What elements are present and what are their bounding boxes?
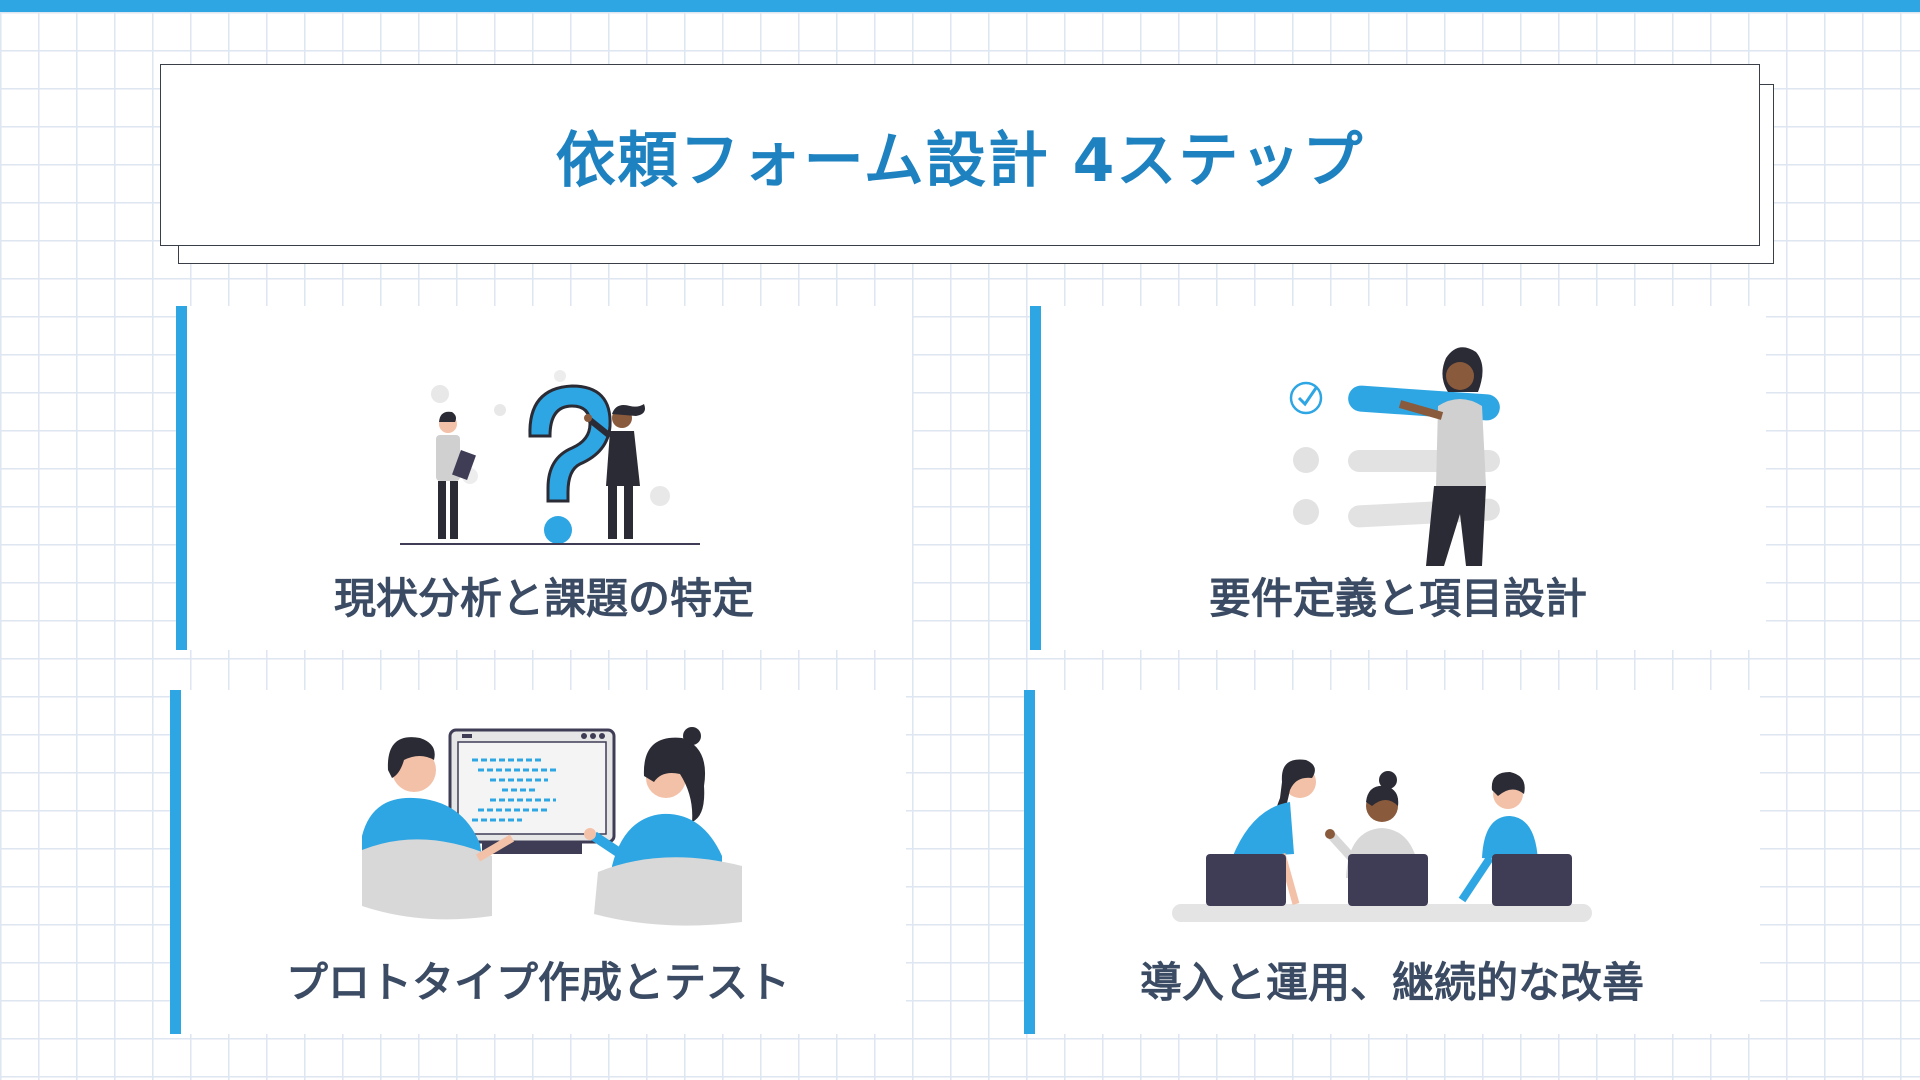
step-label-2: 要件定義と項目設計 xyxy=(1208,574,1587,623)
question-mark-people-icon xyxy=(400,336,700,546)
card-accent-bar xyxy=(1030,306,1041,650)
step-card-4: 導入と運用、継続的な改善 xyxy=(1024,690,1760,1034)
step-label-4: 導入と運用、継続的な改善 xyxy=(1139,958,1644,1007)
step-card-2: 要件定義と項目設計 xyxy=(1030,306,1766,650)
step-card-3: プロトタイプ作成とテスト xyxy=(170,690,906,1034)
title-box: 依頼フォーム設計 4ステップ xyxy=(160,64,1760,246)
card-accent-bar xyxy=(170,690,181,1034)
step-label-1: 現状分析と課題の特定 xyxy=(333,574,754,623)
page-title: 依頼フォーム設計 4ステップ xyxy=(555,125,1365,196)
monitor-code-people-icon xyxy=(362,726,762,926)
checklist-person-icon xyxy=(1288,346,1508,566)
card-accent-bar xyxy=(1024,690,1035,1034)
step-label-3: プロトタイプ作成とテスト xyxy=(285,958,790,1007)
top-accent-bar xyxy=(0,0,1920,12)
team-laptops-icon xyxy=(1172,758,1592,928)
card-accent-bar xyxy=(176,306,187,650)
step-card-1: 現状分析と課題の特定 xyxy=(176,306,912,650)
